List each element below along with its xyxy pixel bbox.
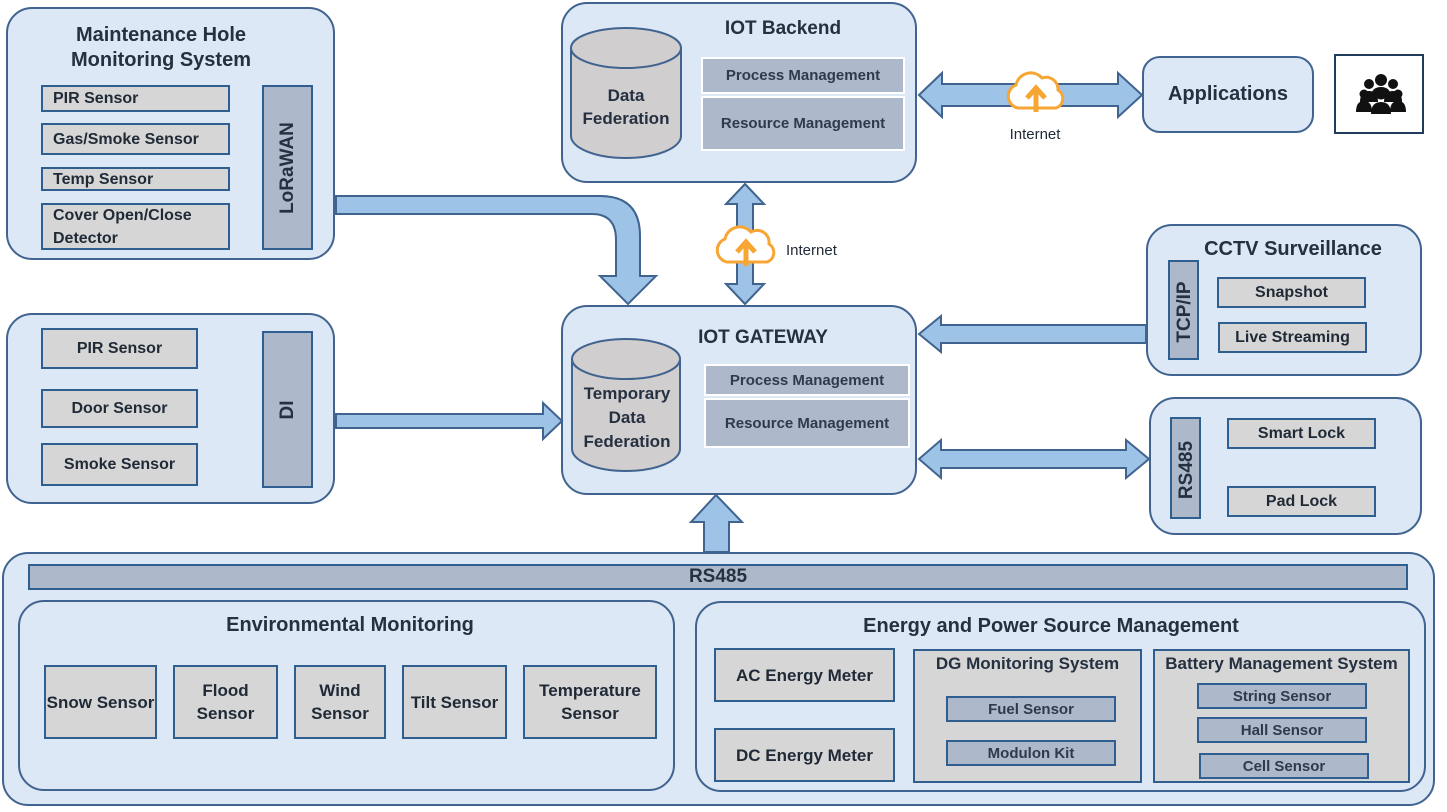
users-box	[1334, 54, 1424, 134]
internet-label-top: Internet	[1009, 126, 1061, 143]
di-label: DI	[277, 400, 298, 420]
sensor-temp: Temp Sensor	[41, 167, 230, 191]
hall-sensor: Hall Sensor	[1197, 717, 1367, 743]
applications-label: Applications	[1167, 83, 1288, 105]
backend-resource-management: Resource Management	[701, 96, 905, 151]
applications-box: Applications	[1142, 56, 1314, 133]
dc-energy-meter: DC Energy Meter	[714, 728, 895, 782]
sensor-gas-smoke: Gas/Smoke Sensor	[41, 123, 230, 155]
sensor-pir: PIR Sensor	[41, 85, 230, 112]
sensor-smoke: Smoke Sensor	[41, 443, 198, 486]
locks-panel: RS485 Smart Lock Pad Lock	[1149, 397, 1422, 535]
cctv-panel: CCTV Surveillance TCP/IP Snapshot Live S…	[1146, 224, 1422, 376]
gateway-db-label: Temporary Data Federation	[583, 384, 671, 451]
sensor-cover-detector: Cover Open/Close Detector	[41, 203, 230, 250]
bottom-panel: RS485 Environmental Monitoring Snow Sens…	[2, 552, 1435, 806]
di-bus: DI	[262, 331, 313, 488]
environmental-panel: Environmental Monitoring Snow Sensor Flo…	[18, 600, 675, 791]
sensor-temperature: Temperature Sensor	[523, 665, 657, 739]
rs485-lock-label: RS485	[1176, 440, 1197, 500]
cctv-title: CCTV Surveillance	[1204, 238, 1382, 260]
bms-title: Battery Management System	[1165, 654, 1398, 673]
di-panel: PIR Sensor Door Sensor Smoke Sensor DI	[6, 313, 335, 504]
arrow-bottom-to-gateway	[688, 493, 745, 553]
cell-sensor: Cell Sensor	[1199, 753, 1369, 779]
cctv-live-streaming: Live Streaming	[1218, 322, 1367, 353]
rs485-lock-bus: RS485	[1170, 417, 1201, 519]
arrow-di-to-gateway	[335, 400, 564, 442]
gateway-process-management: Process Management	[704, 364, 910, 396]
backend-db-label: Data Federation	[582, 86, 670, 128]
modulon-kit: Modulon Kit	[946, 740, 1116, 766]
cctv-snapshot: Snapshot	[1217, 277, 1366, 308]
backend-title: IOT Backend	[724, 18, 842, 39]
arrow-maintenance-to-gateway	[335, 195, 659, 306]
rs485-main-label: RS485	[688, 566, 748, 587]
sensor-pir-2: PIR Sensor	[41, 328, 198, 369]
gateway-resource-management: Resource Management	[704, 398, 910, 448]
gateway-title: IOT GATEWAY	[698, 327, 828, 348]
backend-process-management: Process Management	[701, 57, 905, 94]
battery-management-system: Battery Management System String Sensor …	[1153, 649, 1410, 783]
rs485-main-bus: RS485	[28, 564, 1408, 590]
tcpip-bus: TCP/IP	[1168, 260, 1199, 360]
cloud-upload-icon	[1006, 71, 1065, 112]
users-group-icon	[1356, 74, 1406, 114]
environmental-title: Environmental Monitoring	[226, 614, 474, 636]
sensor-snow: Snow Sensor	[44, 665, 157, 739]
lorawan-label: LoRaWAN	[277, 122, 298, 214]
arrow-gateway-locks	[917, 437, 1151, 481]
internet-label-middle: Internet	[786, 242, 837, 259]
sensor-wind: Wind Sensor	[294, 665, 386, 739]
pad-lock: Pad Lock	[1227, 486, 1376, 517]
maintenance-panel: Maintenance Hole Monitoring System PIR S…	[6, 7, 335, 260]
smart-lock: Smart Lock	[1227, 418, 1376, 449]
backend-panel: IOT Backend Data Federation Process Mana…	[561, 2, 917, 183]
fuel-sensor: Fuel Sensor	[946, 696, 1116, 722]
sensor-tilt: Tilt Sensor	[402, 665, 507, 739]
maintenance-title: Maintenance Hole Monitoring System	[70, 24, 251, 71]
dg-monitoring-system: DG Monitoring System Fuel Sensor Modulon…	[913, 649, 1142, 783]
arrow-cctv-to-gateway	[917, 313, 1147, 355]
lorawan-bus: LoRaWAN	[262, 85, 313, 250]
backend-db-icon	[570, 27, 682, 159]
string-sensor: String Sensor	[1197, 683, 1367, 709]
dg-title: DG Monitoring System	[935, 654, 1120, 673]
energy-title: Energy and Power Source Management	[863, 615, 1239, 637]
energy-panel: Energy and Power Source Management AC En…	[695, 601, 1426, 792]
ac-energy-meter: AC Energy Meter	[714, 648, 895, 702]
gateway-db-icon	[571, 338, 681, 472]
gateway-panel: IOT GATEWAY Temporary Data Federation Pr…	[561, 305, 917, 495]
tcpip-label: TCP/IP	[1174, 281, 1195, 343]
sensor-door: Door Sensor	[41, 389, 198, 428]
cloud-upload-icon	[715, 225, 776, 266]
sensor-flood: Flood Sensor	[173, 665, 278, 739]
